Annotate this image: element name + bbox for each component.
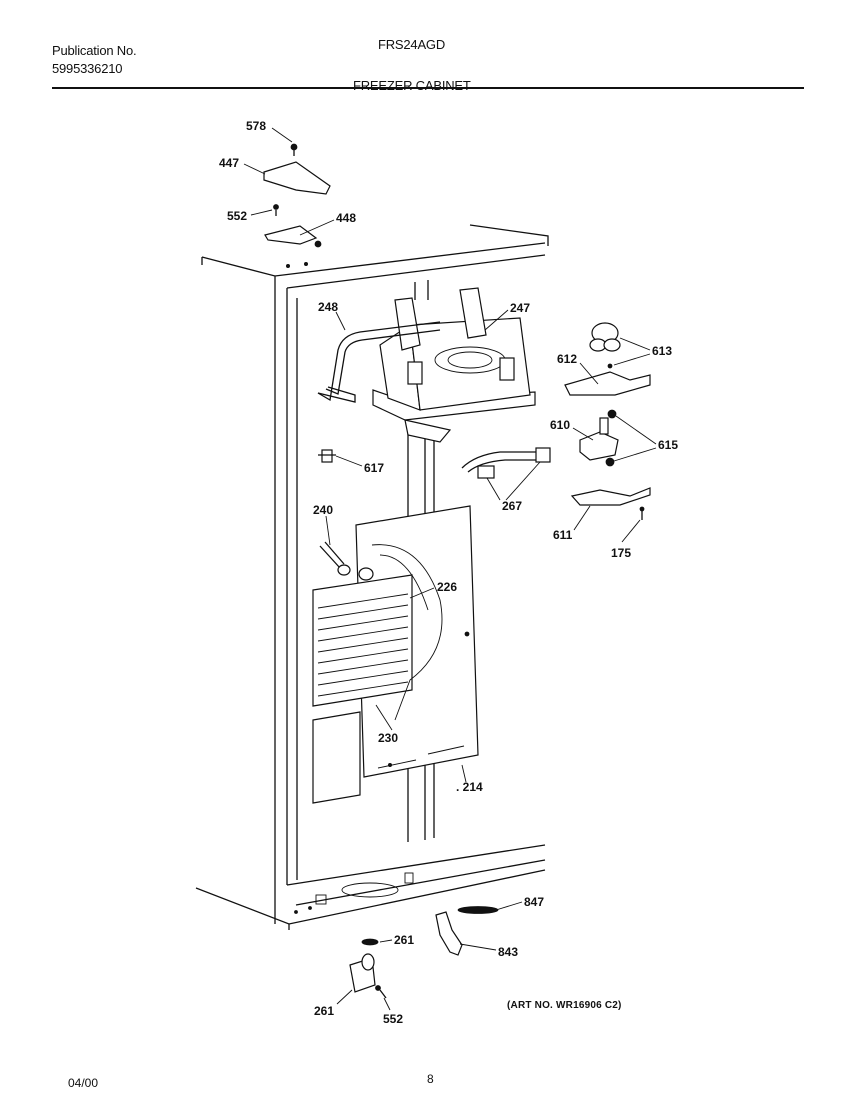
footer-date: 04/00 xyxy=(68,1076,99,1090)
evaporator-coil xyxy=(312,544,443,804)
part-label-847: 847 xyxy=(524,895,544,909)
part-label-261-right: 261 xyxy=(394,933,414,947)
part-label-248: 248 xyxy=(318,300,338,314)
part-label-247: 247 xyxy=(510,301,530,315)
publication-number: 5995336210 xyxy=(52,61,123,76)
part-label-214: . 214 xyxy=(456,780,483,794)
part-label-552-bottom: 552 xyxy=(383,1012,403,1026)
part-label-843: 843 xyxy=(498,945,518,959)
bottom-hinge-parts xyxy=(349,906,499,999)
part-label-261-left: 261 xyxy=(314,1004,334,1018)
part-label-615: 615 xyxy=(658,438,678,452)
part-label-230: 230 xyxy=(378,731,398,745)
publication-label: Publication No. xyxy=(52,43,137,58)
part-label-610: 610 xyxy=(550,418,570,432)
wire-harness xyxy=(318,447,551,479)
section-title: FREEZER CABINET xyxy=(353,78,471,93)
part-label-448: 448 xyxy=(336,211,356,225)
part-label-613: 613 xyxy=(652,344,672,358)
leader-lines xyxy=(243,127,657,1011)
part-label-447: 447 xyxy=(219,156,239,170)
drain-tube xyxy=(317,321,441,403)
part-label-240: 240 xyxy=(313,503,333,517)
model-number: FRS24AGD xyxy=(378,37,446,52)
defrost-terminator xyxy=(319,541,374,581)
part-label-611: 611 xyxy=(553,528,573,542)
evaporator-fan-housing xyxy=(372,287,536,443)
art-number: (ART NO. WR16906 C2) xyxy=(507,1000,622,1011)
part-label-267: 267 xyxy=(502,499,522,513)
fan-motor-parts xyxy=(564,322,651,520)
part-label-612: 612 xyxy=(557,352,577,366)
page-number: 8 xyxy=(427,1072,434,1086)
freezer-cabinet-shell xyxy=(195,224,549,930)
header-rule xyxy=(52,87,804,89)
top-hinge-assembly xyxy=(263,143,331,248)
part-label-226: 226 xyxy=(437,580,457,594)
part-label-552-top: 552 xyxy=(227,209,247,223)
part-label-578: 578 xyxy=(246,119,266,133)
part-label-175: 175 xyxy=(611,546,631,560)
part-label-617: 617 xyxy=(364,461,384,475)
